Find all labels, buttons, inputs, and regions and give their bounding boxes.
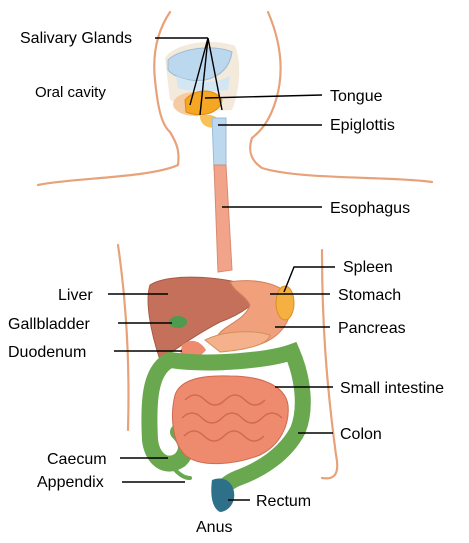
label-rectum: Rectum xyxy=(256,493,311,510)
label-gallbladder: Gallbladder xyxy=(8,316,91,333)
torso-left xyxy=(118,245,129,430)
abdominal-organs xyxy=(148,277,303,512)
label-duodenum: Duodenum xyxy=(8,344,86,361)
label-caecum: Caecum xyxy=(47,451,107,468)
label-stomach: Stomach xyxy=(338,287,401,304)
label-oral-cavity: Oral cavity xyxy=(35,84,106,101)
label-colon: Colon xyxy=(340,426,382,443)
label-spleen: Spleen xyxy=(343,259,393,276)
label-pancreas: Pancreas xyxy=(338,320,406,337)
neck-shoulder-left xyxy=(38,132,179,185)
pancreas-shape xyxy=(205,332,270,352)
esophagus-tube xyxy=(214,165,232,272)
label-salivary-glands: Salivary Glands xyxy=(20,30,132,47)
label-liver: Liver xyxy=(58,287,93,304)
pharynx-shape xyxy=(212,118,226,170)
leader-spleen xyxy=(284,267,335,292)
head-outline-right xyxy=(252,12,281,138)
torso-right xyxy=(322,250,337,478)
label-anus: Anus xyxy=(196,519,232,536)
label-epiglottis: Epiglottis xyxy=(330,117,395,134)
small-intestine-shape xyxy=(172,376,288,464)
label-tongue: Tongue xyxy=(330,88,383,105)
label-appendix: Appendix xyxy=(37,474,104,491)
label-small-intestine: Small intestine xyxy=(340,380,444,397)
neck-shoulder-right xyxy=(250,138,432,182)
label-esophagus: Esophagus xyxy=(330,200,410,217)
gallbladder-shape xyxy=(169,316,187,328)
